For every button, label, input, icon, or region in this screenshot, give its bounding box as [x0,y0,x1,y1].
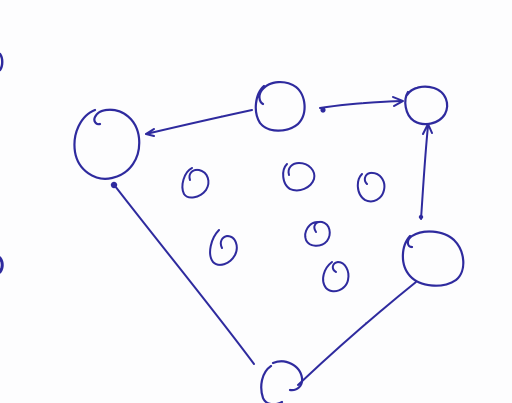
edge-start-dot [418,214,424,220]
inner-scribble-6 [322,261,350,293]
inner-scribble-1 [181,167,210,199]
node-bottom [260,360,304,403]
inner-scribble-4 [209,229,238,266]
edge-bottom-to-right [297,281,417,386]
edge-right-to-top-right [418,123,433,220]
node-right [401,230,465,287]
edge-bottom-to-top-left [110,181,255,365]
margin-mark-top [0,52,4,72]
inner-scribble-2 [282,162,316,192]
margin-mark-bottom [0,256,4,274]
inner-scribble-5 [304,220,331,247]
node-top-right [404,85,449,126]
edge-start-dot [320,107,326,113]
node-top-middle [254,81,306,132]
edge-top-middle-to-top-right [319,96,404,113]
node-top-left [73,108,141,180]
inner-scribble-3 [356,171,386,203]
arrow-head-dot [110,181,118,189]
edge-top-middle-to-top-left [145,109,253,137]
